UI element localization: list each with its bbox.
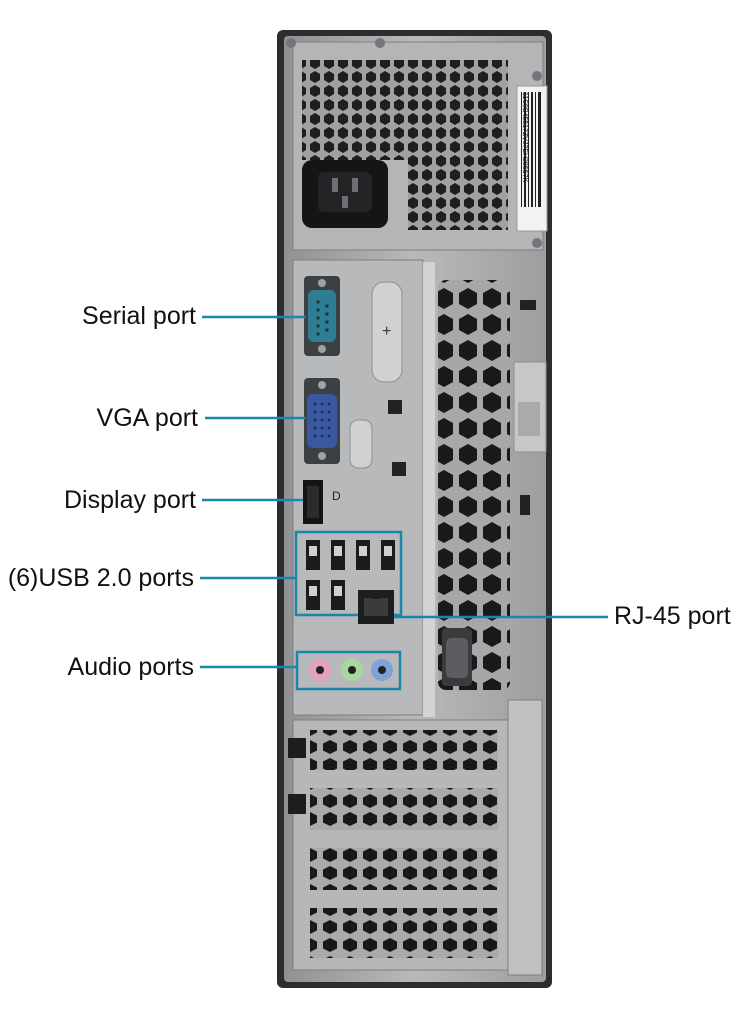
audio-ports (309, 659, 393, 681)
psu-fan-mesh-right (408, 60, 508, 230)
display-port-connector: D (303, 480, 341, 524)
callout-lines (200, 315, 608, 669)
svg-text:D: D (332, 489, 341, 503)
psu-fan-mesh-left (302, 60, 408, 160)
usb-callout-box (294, 530, 403, 617)
serial-port-label: Serial port (82, 302, 196, 330)
vga-port-label: VGA port (96, 404, 198, 432)
serial-port-connector (304, 276, 340, 356)
usb-ports-label: (6)USB 2.0 ports (7, 564, 194, 592)
audio-callout-box (295, 650, 402, 691)
psu-sticker-text: 11S0B45517ZVJ7EH28557K (521, 92, 528, 182)
expansion-slots (288, 699, 543, 976)
psu-sticker: 11S0B45517ZVJ7EH28557K (516, 85, 548, 232)
second-serial-connector (442, 628, 472, 686)
rj45-connector (358, 590, 394, 624)
display-port-label: Display port (64, 486, 196, 514)
audio-ports-label: Audio ports (67, 653, 194, 681)
rj45-port-label: RJ-45 port (614, 602, 731, 630)
vga-port-connector (304, 378, 340, 464)
svg-text:+: + (382, 323, 391, 340)
side-vent-mesh (438, 280, 510, 690)
